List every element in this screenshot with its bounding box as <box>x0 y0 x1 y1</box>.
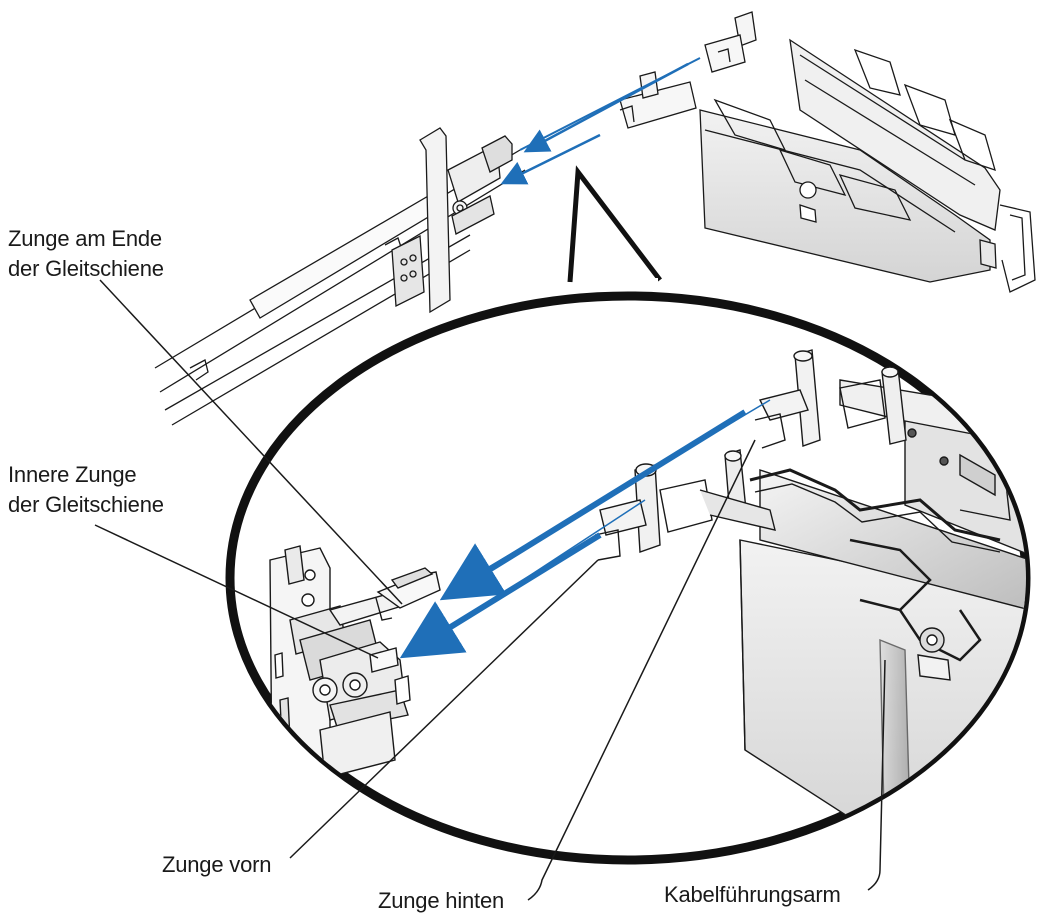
label-zunge-hinten: Zunge hinten <box>378 888 505 913</box>
leader-lines <box>94 279 886 901</box>
insert-arrows-top <box>500 57 701 185</box>
leader-zunge-ende <box>99 279 403 605</box>
label-line: der Gleitschiene <box>8 492 164 517</box>
leader-zunge-vorn <box>289 559 599 859</box>
label-innere-zunge: Innere Zunge der Gleitschiene <box>8 460 164 520</box>
label-line: der Gleitschiene <box>8 256 164 281</box>
label-zunge-vorn: Zunge vorn <box>162 852 272 877</box>
leader-innere-zunge <box>94 524 379 659</box>
label-zunge-ende: Zunge am Ende der Gleitschiene <box>8 224 164 284</box>
label-line: Innere Zunge <box>8 462 137 487</box>
label-line: Zunge am Ende <box>8 226 162 251</box>
leader-zunge-hinten <box>527 439 756 901</box>
arrow-icon <box>399 532 602 659</box>
arrow-icon <box>523 62 689 153</box>
arrow-icon <box>439 409 747 601</box>
cable-arm-top <box>619 11 1036 293</box>
label-kabelfuehrungsarm: Kabelführungsarm <box>664 882 841 907</box>
insert-arrows-zoom <box>399 399 771 659</box>
arrow-icon <box>500 133 601 185</box>
leader-kabelarm <box>867 659 886 891</box>
